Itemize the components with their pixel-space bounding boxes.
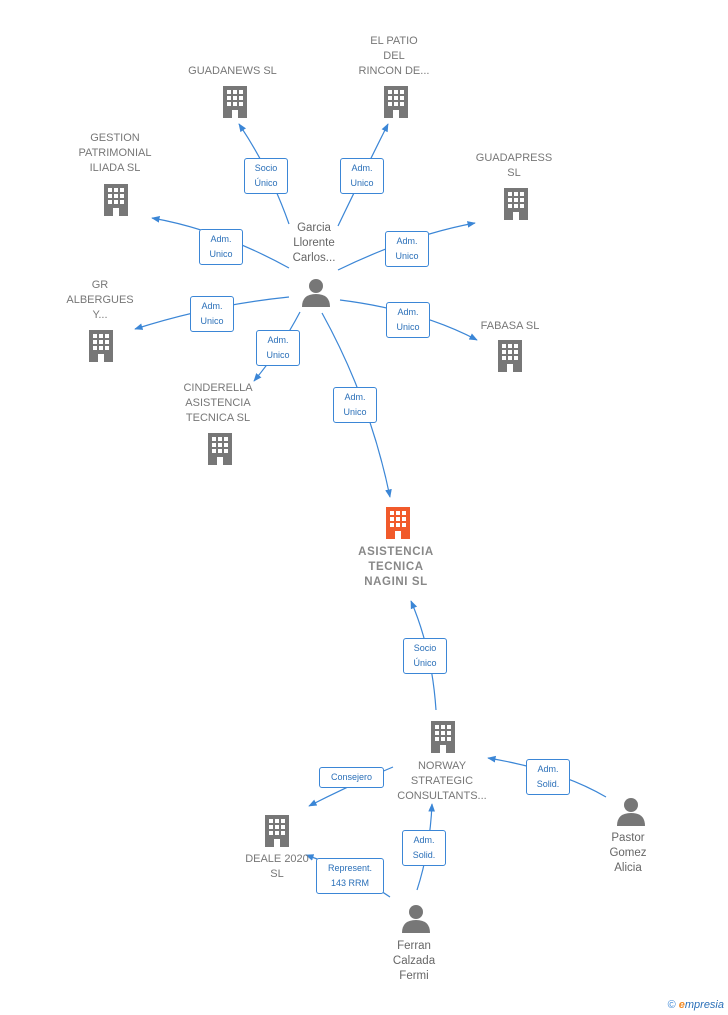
relation-badge-ferran-deale[interactable]: Represent. 143 RRM — [316, 858, 384, 894]
brand-footer: © empresia — [668, 999, 724, 1011]
building-icon-fabasa[interactable] — [495, 338, 525, 374]
relation-badge-garcia-fabasa[interactable]: Adm. Unico — [386, 302, 430, 338]
node-label-guadapress[interactable]: GUADAPRESS SL — [475, 152, 553, 179]
person-icon-pastor[interactable] — [616, 796, 646, 826]
relation-badge-garcia-gr-albergues[interactable]: Adm. Unico — [190, 296, 234, 332]
relation-badge-norway-deale[interactable]: Consejero — [319, 767, 384, 788]
person-icon-garcia[interactable] — [301, 277, 331, 307]
building-icon-deale[interactable] — [262, 813, 292, 849]
building-icon-guadapress[interactable] — [501, 186, 531, 222]
node-label-guadanews[interactable]: GUADANEWS SL — [188, 65, 277, 77]
building-icon-gestion[interactable] — [101, 182, 131, 218]
node-label-main[interactable]: ASISTENCIA TECNICA NAGINI SL — [358, 546, 434, 588]
node-label-ferran[interactable]: Ferran Calzada Fermi — [392, 940, 436, 982]
person-icon-ferran[interactable] — [401, 903, 431, 933]
node-label-norway[interactable]: NORWAY STRATEGIC CONSULTANTS... — [397, 760, 487, 802]
relation-badge-garcia-guadanews[interactable]: Socio Único — [244, 158, 288, 194]
relation-badge-garcia-el-patio[interactable]: Adm. Unico — [340, 158, 384, 194]
building-icon-cinderella[interactable] — [205, 431, 235, 467]
relation-badge-garcia-main[interactable]: Adm. Unico — [333, 387, 377, 423]
relation-badge-norway-main[interactable]: Socio Único — [403, 638, 447, 674]
node-label-fabasa[interactable]: FABASA SL — [480, 320, 540, 332]
node-label-cinderella[interactable]: CINDERELLA ASISTENCIA TECNICA SL — [183, 382, 253, 424]
copyright-icon: © — [667, 999, 676, 1011]
relation-badge-garcia-cinderella[interactable]: Adm. Unico — [256, 330, 300, 366]
building-icon-main[interactable] — [383, 505, 413, 541]
building-icon-norway[interactable] — [428, 719, 458, 755]
node-label-gestion[interactable]: GESTION PATRIMONIAL ILIADA SL — [78, 132, 152, 174]
relation-badge-garcia-guadapress[interactable]: Adm. Unico — [385, 231, 429, 267]
brand-logo-e: e — [678, 999, 685, 1011]
relation-badge-ferran-norway[interactable]: Adm. Solid. — [402, 830, 446, 866]
node-label-el-patio[interactable]: EL PATIO DEL RINCON DE... — [358, 35, 430, 77]
node-label-deale[interactable]: DEALE 2020 SL — [245, 853, 309, 880]
building-icon-el-patio[interactable] — [381, 84, 411, 120]
relation-badge-garcia-gestion[interactable]: Adm. Unico — [199, 229, 243, 265]
brand-name: mpresia — [684, 999, 724, 1011]
node-label-gr-albergues[interactable]: GR ALBERGUES Y... — [66, 279, 134, 321]
node-label-garcia[interactable]: Garcia Llorente Carlos... — [292, 222, 336, 264]
building-icon-guadanews[interactable] — [220, 84, 250, 120]
node-label-pastor[interactable]: Pastor Gomez Alicia — [609, 832, 647, 874]
building-icon-gr-albergues[interactable] — [86, 328, 116, 364]
relation-badge-pastor-norway[interactable]: Adm. Solid. — [526, 759, 570, 795]
